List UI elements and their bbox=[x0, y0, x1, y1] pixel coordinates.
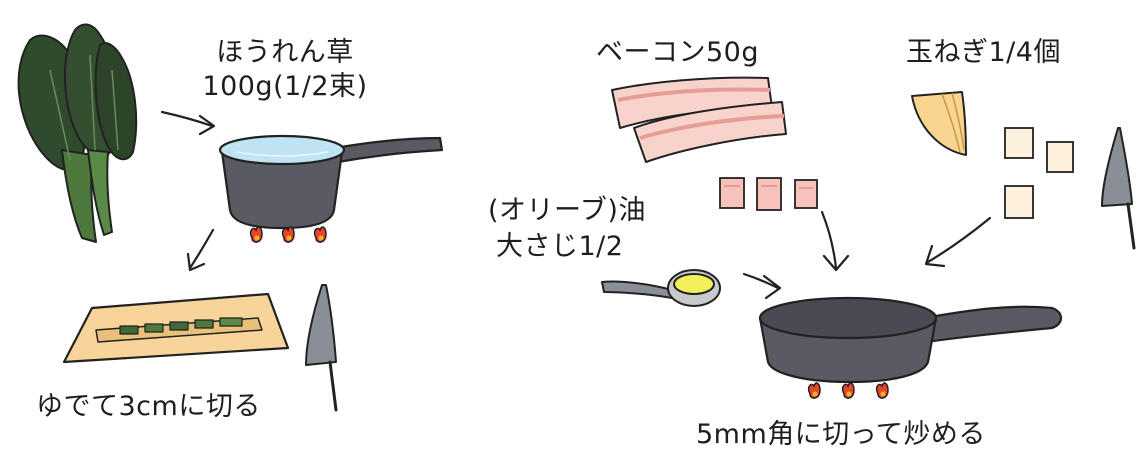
oil-amount-label: 大さじ1/2 bbox=[496, 231, 624, 262]
knife-left bbox=[305, 284, 338, 412]
stove-flames-pan bbox=[807, 382, 889, 399]
pot bbox=[218, 134, 444, 230]
arrow-bacon-to-pan bbox=[820, 210, 850, 272]
spinach-bunch bbox=[17, 23, 138, 243]
cutting-board bbox=[62, 292, 290, 364]
spinach-amount-label: 100g(1/2束) bbox=[202, 71, 368, 102]
onion-name-label: 玉ねぎ1/4個 bbox=[906, 37, 1061, 68]
stove-flames-pot bbox=[249, 226, 327, 243]
oil-type-label: (オリーブ)油 bbox=[488, 195, 646, 226]
bacon-name-label: ベーコン50g bbox=[596, 37, 759, 68]
arrow-to-pot bbox=[160, 110, 216, 136]
spinach-name-label: ほうれん草 bbox=[216, 37, 354, 68]
knife-right bbox=[1101, 127, 1136, 250]
spinach-step-label: ゆでて3cmに切る bbox=[36, 391, 261, 422]
arrow-oil-to-pan bbox=[742, 272, 782, 300]
bacon-cubes bbox=[719, 177, 818, 211]
oil-spoon bbox=[601, 269, 721, 307]
fry-step-label: 5mm角に切って炒める bbox=[696, 419, 986, 450]
onion-quarter bbox=[911, 91, 967, 156]
arrow-onion-to-pan bbox=[924, 216, 992, 268]
frying-pan bbox=[758, 296, 1063, 384]
onion-cubes bbox=[1004, 127, 1074, 219]
bacon-slices bbox=[611, 76, 787, 163]
arrow-to-board bbox=[186, 228, 215, 272]
